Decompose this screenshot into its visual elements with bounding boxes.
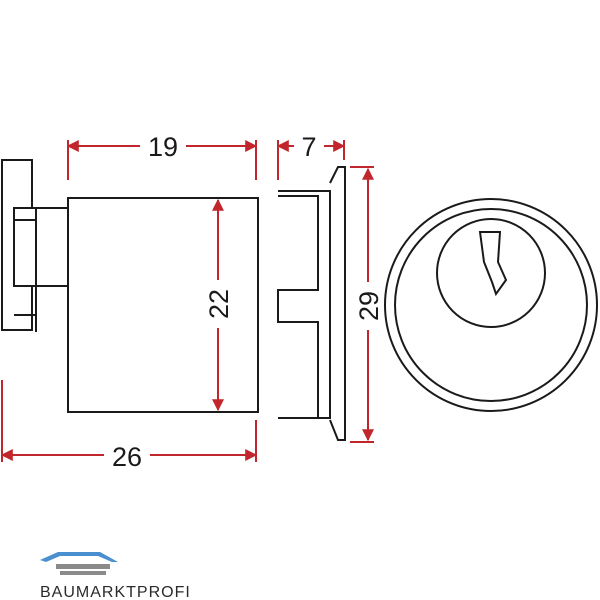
dim-label-22: 22 [204, 289, 234, 319]
rosette-profile [277, 166, 346, 441]
dim-label-26: 26 [112, 442, 142, 472]
side-view [1, 159, 259, 413]
dim-label-29: 29 [354, 291, 384, 321]
front-view [384, 198, 598, 412]
logo-roof-icon [40, 552, 118, 562]
dim-label-7: 7 [301, 132, 316, 162]
brand-name: BAUMARKTPROFI [40, 584, 191, 600]
keyhole-icon [478, 231, 508, 297]
outer-ring [384, 198, 598, 412]
cylinder-core [436, 218, 546, 328]
inner-ring [394, 208, 588, 402]
dim-label-19: 19 [148, 132, 178, 162]
brand-logo: BAUMARKTPROFI [40, 552, 191, 600]
